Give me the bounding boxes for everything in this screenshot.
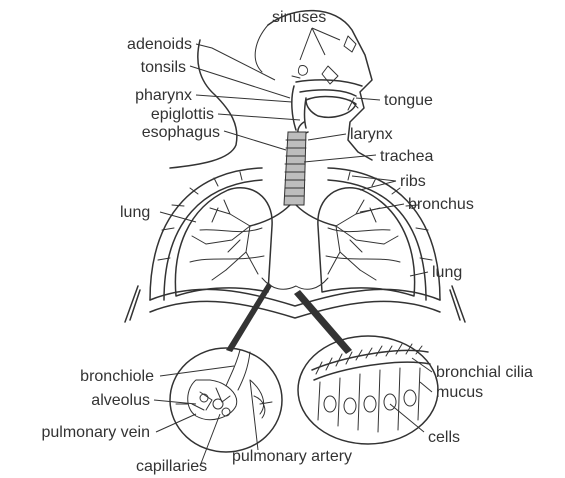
label-adenoids: adenoids <box>127 36 192 53</box>
sinus-structures <box>292 36 356 84</box>
label-epiglottis: epiglottis <box>151 106 214 123</box>
bronchial-tree <box>192 200 398 280</box>
head-outline <box>170 11 372 168</box>
label-esophagus: esophagus <box>142 124 220 141</box>
label-pulmonary-artery: pulmonary artery <box>232 448 352 465</box>
label-larynx: larynx <box>350 126 393 143</box>
label-capillaries: capillaries <box>136 458 207 475</box>
label-sinuses: sinuses <box>272 9 326 26</box>
label-pharynx: pharynx <box>135 87 192 104</box>
trachea-tube <box>284 132 306 205</box>
label-lung-right: lung <box>432 264 462 281</box>
tongue-shape <box>306 97 358 118</box>
heart-gap <box>262 278 328 289</box>
label-tongue: tongue <box>384 92 433 109</box>
label-ribs: ribs <box>400 173 426 190</box>
alveoli-detail-circle <box>170 348 282 452</box>
pharynx-tube <box>292 86 306 130</box>
label-tonsils: tonsils <box>141 59 186 76</box>
label-bronchial-cilia: bronchial cilia <box>436 364 533 381</box>
lung-left <box>175 188 272 296</box>
label-pulmonary-vein: pulmonary vein <box>42 424 151 441</box>
label-cells: cells <box>428 429 460 446</box>
label-bronchiole: bronchiole <box>80 368 154 385</box>
label-lung-left: lung <box>120 204 150 221</box>
label-trachea: trachea <box>380 148 433 165</box>
label-bronchus: bronchus <box>408 196 474 213</box>
label-alveolus: alveolus <box>91 392 150 409</box>
label-mucus: mucus <box>436 384 483 401</box>
cilia-detail-circle <box>298 336 438 444</box>
